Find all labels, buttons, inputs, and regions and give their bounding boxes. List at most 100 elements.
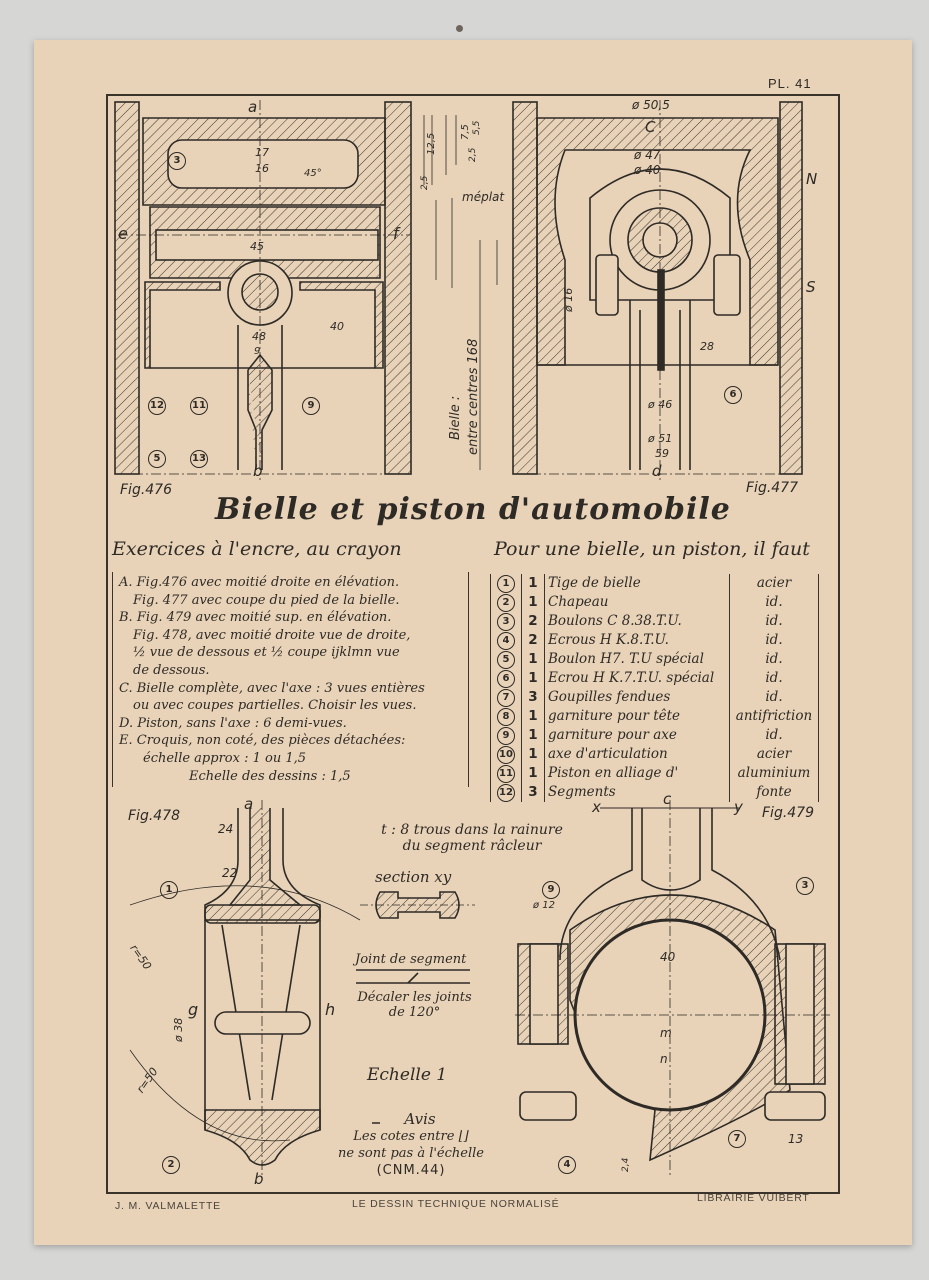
dim-label: h: [325, 1000, 336, 1019]
part-qty: 1: [521, 669, 545, 688]
dim-label: 59: [655, 447, 669, 460]
part-name: garniture pour tête: [544, 707, 730, 726]
part-callout: 4: [558, 1152, 576, 1174]
fig476-drawing: [114, 100, 412, 480]
part-name: Segments: [544, 783, 730, 802]
dim-label-angle: 45°: [304, 168, 322, 179]
decaler-line-2: de 120°: [388, 1005, 441, 1020]
exercises-heading: Exercices à l'encre, au crayon: [112, 538, 402, 560]
part-material: id.: [729, 669, 819, 688]
dim-label: ø 51: [648, 432, 673, 445]
dim-label: 28: [700, 340, 714, 353]
fig479-drawing: [515, 800, 830, 1175]
plate-number: PL. 41: [768, 76, 812, 91]
part-material: acier: [729, 745, 819, 764]
dim-label: ø 50,5: [632, 98, 670, 112]
dim-label-vertical: 2,4: [621, 1157, 631, 1172]
dim-label-diameter: ø 12: [533, 900, 556, 911]
avis-title: Avis: [380, 1110, 460, 1128]
exercise-line: de dessous.: [133, 662, 210, 678]
fig477-drawing: [513, 100, 803, 480]
part-qty: 3: [521, 688, 545, 707]
part-qty: 2: [521, 612, 545, 631]
dim-label: 22: [222, 866, 238, 880]
part-name: garniture pour axe: [544, 726, 730, 745]
exercise-line: E. Croquis, non coté, des pièces détaché…: [119, 733, 406, 749]
part-name: axe d'articulation: [544, 745, 730, 764]
drawing-frame: [106, 94, 840, 1194]
part-callout: 3: [796, 873, 814, 895]
exercise-line: ou avec coupes partielles. Choisir les v…: [133, 698, 417, 714]
footer-publisher: LIBRAIRIE VUIBERT: [697, 1192, 810, 1204]
decaler-line-1: Décaler les joints: [357, 990, 472, 1005]
fig476-label: Fig.476: [120, 482, 173, 498]
part-qty: 1: [521, 764, 545, 783]
part-callout: 12: [148, 393, 166, 415]
avis-note: Les cotes entre ⌊⌋ ne sont pas à l'échel…: [325, 1128, 497, 1179]
dim-label-vertical: ø 38: [172, 1017, 185, 1042]
part-material: id.: [729, 650, 819, 669]
part-qty: 1: [521, 593, 545, 612]
part-ref: 6: [490, 669, 522, 688]
dim-label: 40: [330, 320, 344, 333]
part-callout: 5: [148, 446, 166, 468]
footer-series: LE DESSIN TECHNIQUE NORMALISÉ: [352, 1198, 560, 1210]
middle-dimensions: [423, 101, 538, 475]
fig477-label: Fig.477: [746, 480, 799, 496]
bielle-label-1: Bielle :: [448, 395, 463, 440]
part-ref: 9: [490, 726, 522, 745]
dim-label: m: [660, 1026, 672, 1040]
exercises-list: A. Fig.476 avec moitié droite en élévati…: [112, 572, 469, 788]
scale-label: Echelle 1: [367, 1065, 448, 1085]
fig478-drawing: [129, 800, 361, 1175]
part-qty: 1: [521, 726, 545, 745]
exercise-line: échelle approx : 1 ou 1,5: [143, 750, 307, 766]
dim-label: S: [806, 278, 816, 296]
part-ref: 2: [490, 593, 522, 612]
part-ref: 12: [490, 783, 522, 802]
dim-label: b: [254, 1170, 264, 1188]
part-name: Goupilles fendues: [544, 688, 730, 707]
dim-label: ø 46: [648, 398, 673, 411]
parts-heading: Pour une bielle, un piston, il faut: [494, 538, 810, 560]
dim-label: b: [253, 462, 263, 480]
part-ref: 7: [490, 688, 522, 707]
fig479-label: Fig.479: [762, 805, 815, 821]
exercise-line: D. Piston, sans l'axe : 6 demi-vues.: [119, 715, 347, 731]
fig478-label: Fig.478: [128, 808, 181, 824]
part-material: aluminium: [729, 764, 819, 783]
exercise-line: B. Fig. 479 avec moitié sup. en élévatio…: [119, 610, 392, 626]
part-callout: 1: [160, 877, 178, 899]
part-callout: 2: [162, 1152, 180, 1174]
dim-label-vertical: ø 16: [562, 287, 575, 312]
dim-label: N: [806, 170, 818, 188]
decaler-note: Décaler les joints de 120°: [352, 990, 477, 1020]
part-callout: 11: [190, 393, 208, 415]
part-qty: 1: [521, 574, 545, 593]
part-callout: 7: [728, 1126, 746, 1148]
dim-label-vertical: 2,5: [468, 147, 478, 162]
dim-label: e: [118, 224, 128, 243]
dim-label: a: [248, 98, 258, 116]
part-qty: 2: [521, 631, 545, 650]
part-name: Piston en alliage d': [544, 764, 730, 783]
dim-label: d: [652, 462, 662, 480]
part-material: id.: [729, 612, 819, 631]
part-material: id.: [729, 631, 819, 650]
dim-label: c: [663, 790, 672, 808]
exercise-line: Fig. 478, avec moitié droite vue de droi…: [133, 627, 411, 643]
part-qty: 3: [521, 783, 545, 802]
dim-label: 40: [660, 950, 676, 964]
exercise-line: Echelle des dessins : 1,5: [189, 768, 351, 784]
